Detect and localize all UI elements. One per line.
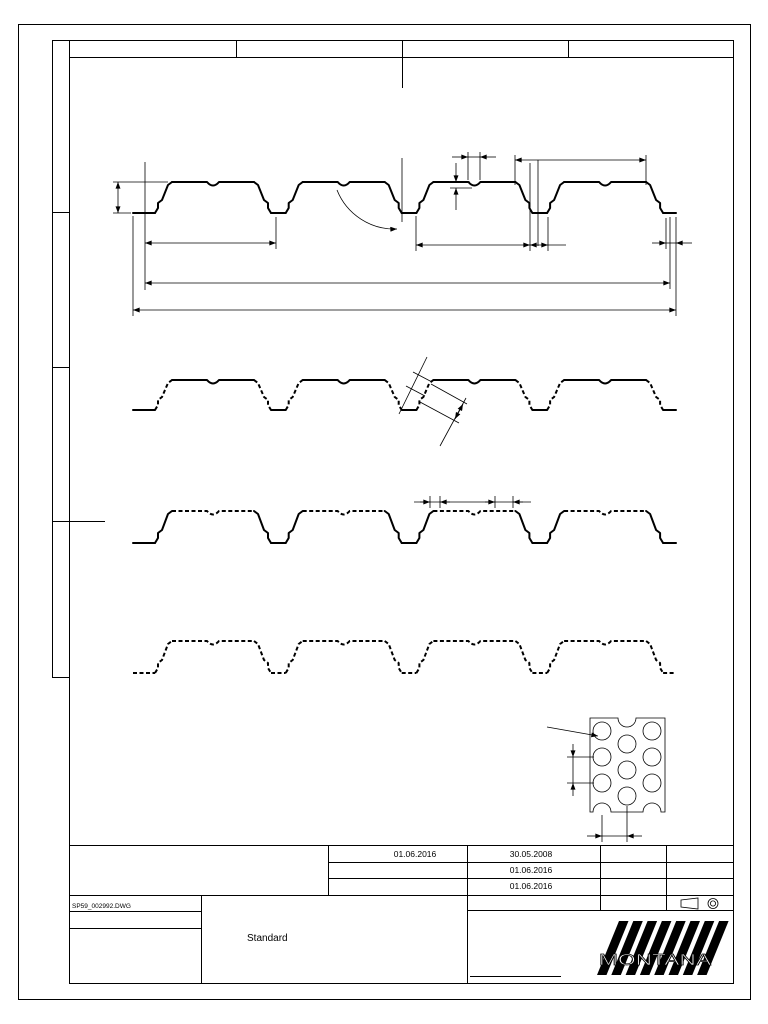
- perforation-hole: [592, 747, 612, 767]
- profile-2-dimensions: [398, 356, 468, 447]
- logo-stripe: [668, 921, 700, 975]
- extension-line: [419, 401, 460, 424]
- designation: Standard: [247, 933, 288, 944]
- date-column-row-1: 30.05.2008: [510, 849, 553, 859]
- web-angle-arc: [336, 189, 398, 232]
- perforation-hole: [642, 773, 662, 793]
- profile-1: [132, 181, 677, 214]
- dimension-line: [454, 403, 464, 420]
- profile-1-top-solid-line: [171, 181, 648, 187]
- projection-symbol-inner-circle: [710, 900, 717, 907]
- extension-line: [405, 385, 426, 397]
- profile-4-web-dashed-line: [154, 640, 664, 674]
- profile-2-web-dashed-line: [154, 379, 664, 411]
- logo-stripe: [682, 921, 715, 975]
- perforation-detail-dimensions: [546, 726, 642, 842]
- projection-symbol-cone: [680, 897, 699, 910]
- date-column-row-2: 01.06.2016: [510, 865, 553, 875]
- profile-3-dimensions: [414, 496, 531, 508]
- perforation-hole: [592, 721, 612, 741]
- date-column-row-3: 01.06.2016: [510, 881, 553, 891]
- perforation-hole: [617, 786, 637, 806]
- profile-2: [132, 379, 677, 411]
- date-upper-left: 01.06.2016: [394, 849, 437, 859]
- perforation-hole: [617, 760, 637, 780]
- outer-border: [18, 24, 751, 1000]
- profile-3: [132, 510, 677, 544]
- logo-stripe: [654, 921, 686, 975]
- perforation-hole: [642, 747, 662, 767]
- perforation-hole: [617, 734, 637, 754]
- perforation-detail: [589, 717, 666, 813]
- perforation-hole: [592, 773, 612, 793]
- profile-1-web-solid-line: [154, 181, 665, 214]
- extension-line: [430, 383, 468, 405]
- sheet-frame: [18, 24, 751, 1000]
- file-name: SP59_002992.DWG: [72, 903, 131, 910]
- projection-symbol-icon: [680, 897, 719, 910]
- logo-stripe: [625, 921, 658, 975]
- logo-stripe: [611, 921, 643, 975]
- perforation-detail-outline: [589, 717, 666, 813]
- profile-2-top-solid-line: [171, 379, 648, 385]
- projection-symbol-outer-circle: [707, 898, 719, 909]
- perforation-hole: [642, 721, 662, 741]
- profile-4-top-dashed-line: [172, 640, 647, 646]
- logo-stripes: [597, 921, 729, 975]
- logo-stripe: [597, 921, 629, 975]
- profile-1-dimensions: [113, 152, 692, 316]
- montana-logo: MONTANA: [597, 921, 729, 975]
- profile-3-top-dashed-line: [172, 510, 647, 516]
- logo-text: MONTANA: [599, 952, 711, 969]
- extension-line: [412, 371, 433, 383]
- profile-3-web-solid-line: [154, 510, 665, 544]
- title-block: 01.06.2016 30.05.2008 01.06.2016 01.06.2…: [69, 845, 733, 983]
- logo-stripe: [697, 921, 729, 975]
- dimension-arrow-line: [546, 726, 599, 738]
- profile-4: [133, 640, 676, 674]
- extension-line: [398, 356, 428, 415]
- logo-stripe: [639, 921, 672, 975]
